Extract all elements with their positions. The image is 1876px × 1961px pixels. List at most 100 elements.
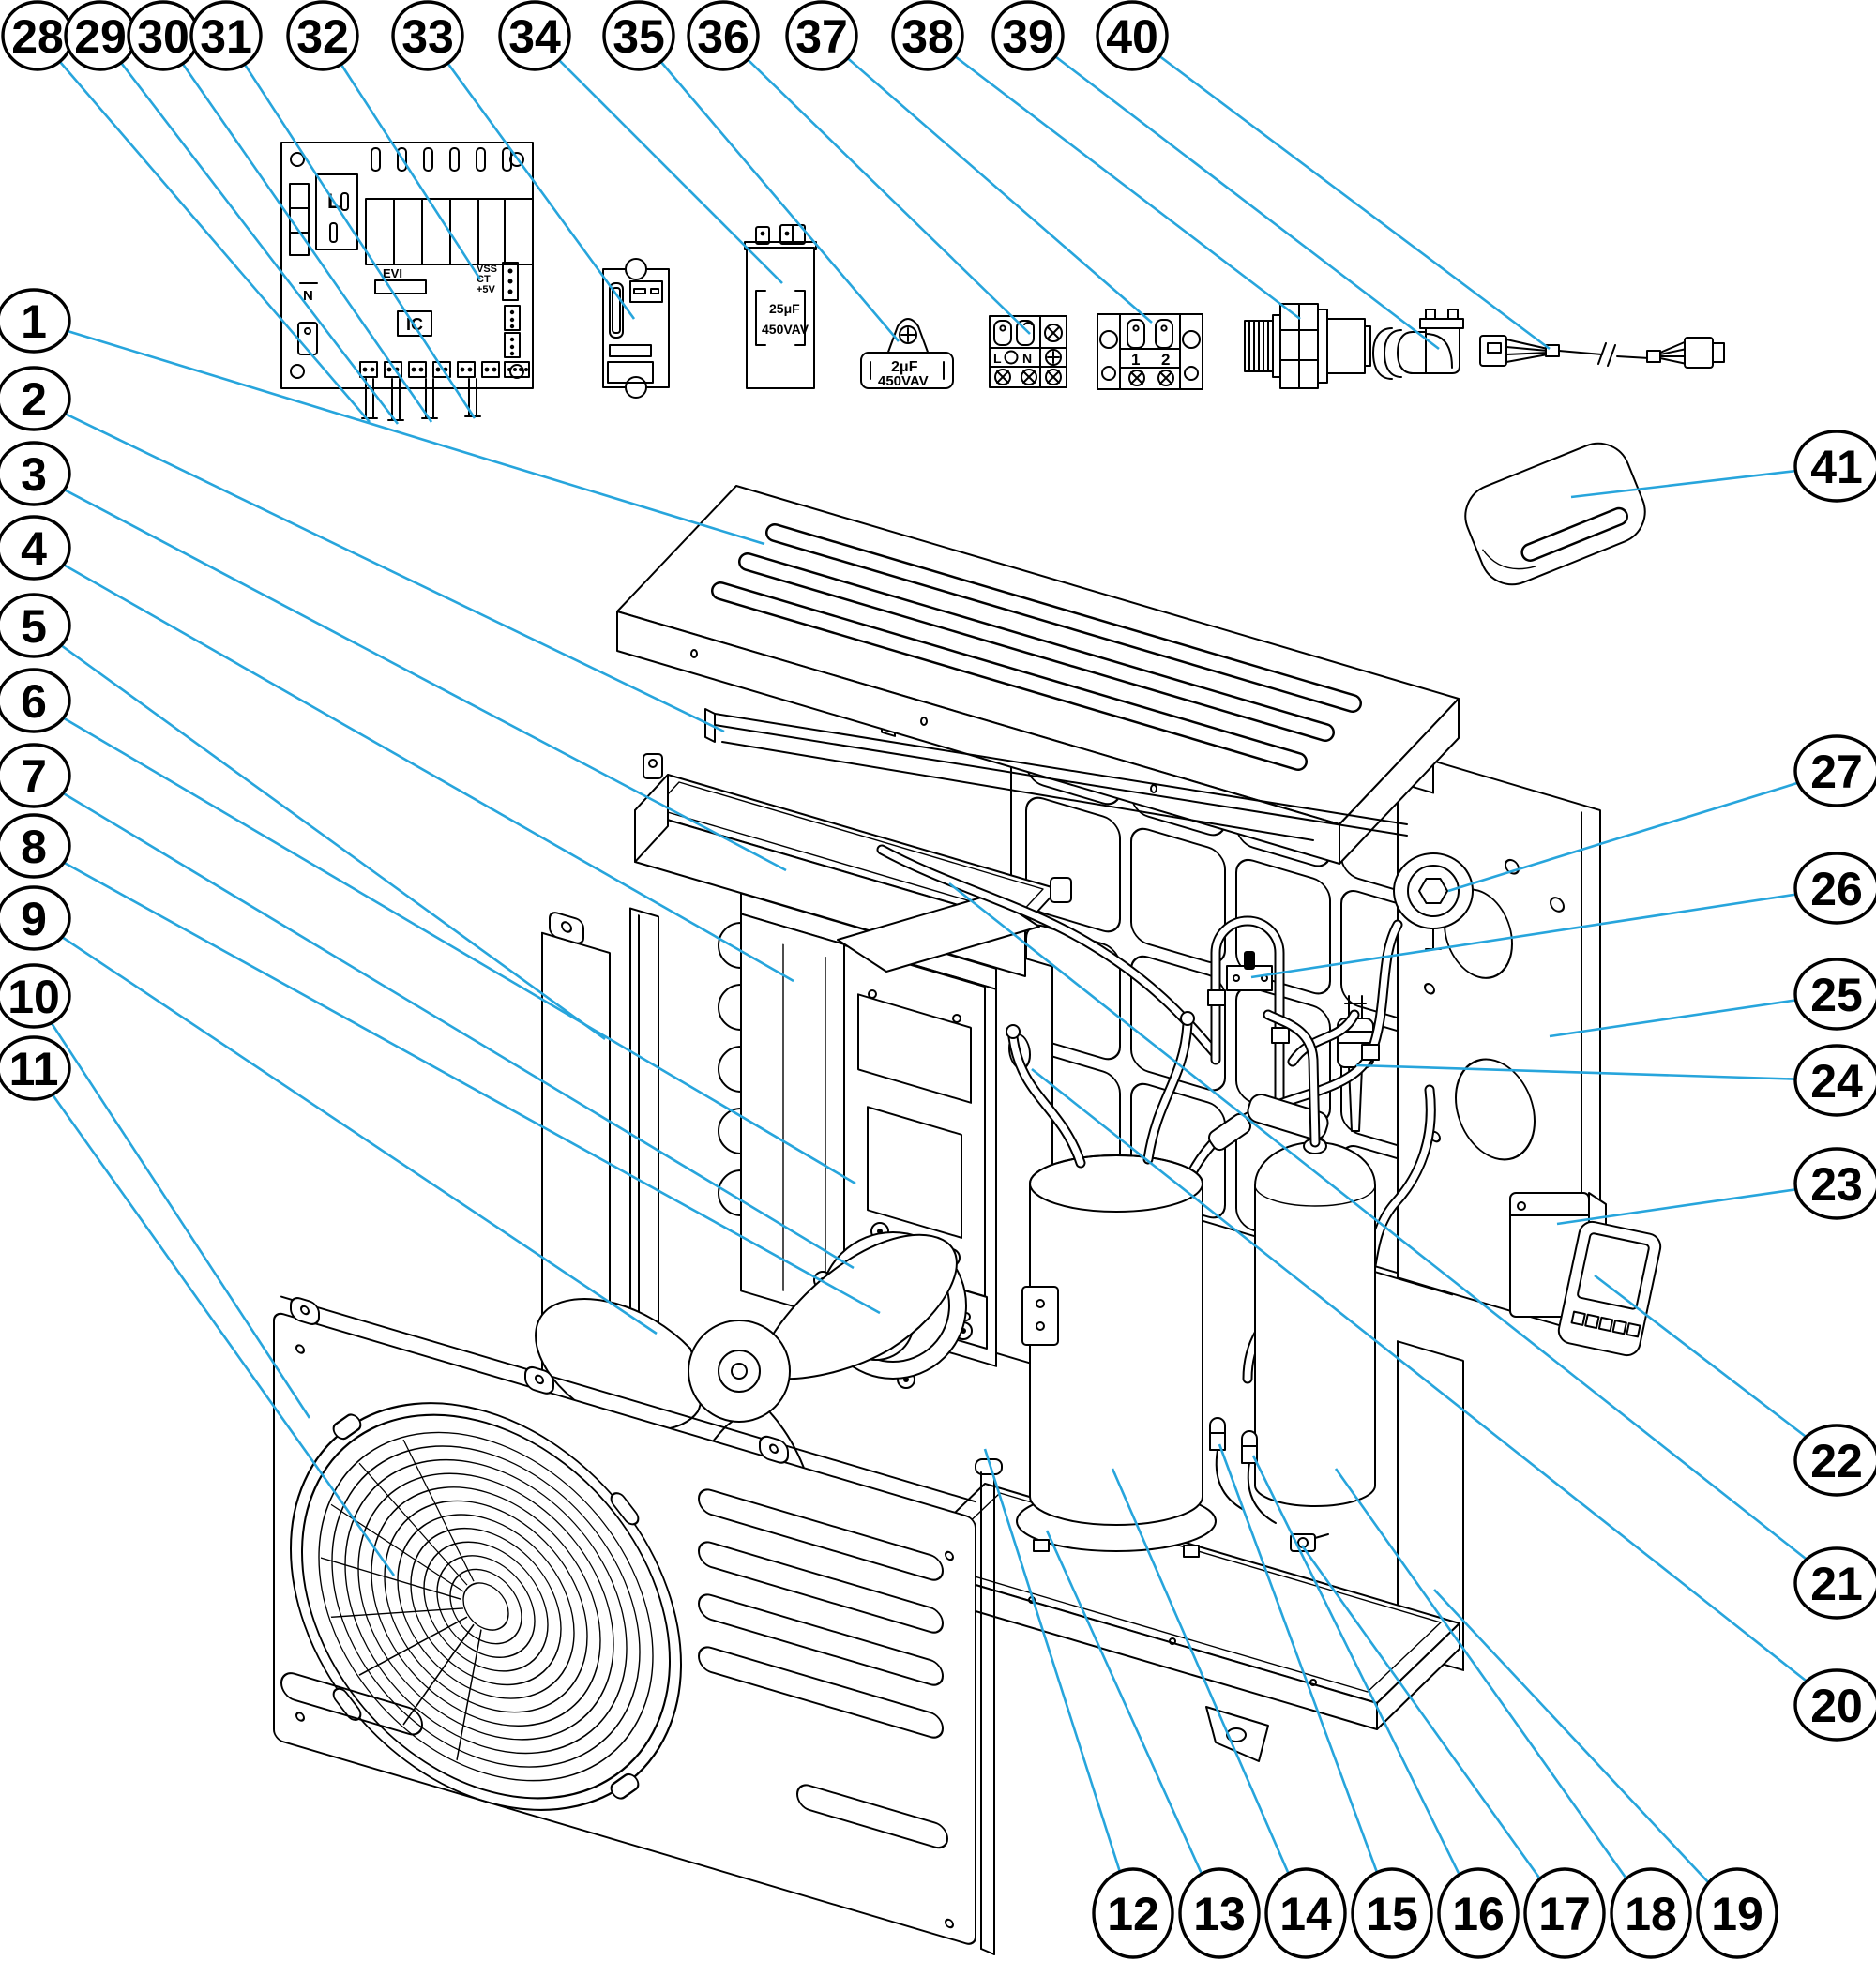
- callout-number-5: 5: [21, 600, 47, 653]
- pcb-ct-label: CT: [477, 274, 491, 285]
- callout-25: [1793, 958, 1876, 1031]
- callout-number-19: 19: [1711, 1888, 1763, 1940]
- leader-line-40: [1131, 34, 1551, 351]
- pcb-n-label: N: [303, 288, 313, 304]
- callout-1: [0, 288, 71, 354]
- callout-5: [0, 593, 71, 658]
- pcb-vss-label: VSS: [477, 264, 497, 275]
- callout-number-23: 23: [1810, 1158, 1863, 1211]
- pipe-clamp: [1290, 1533, 1329, 1552]
- callout-14: [1264, 1867, 1347, 1959]
- leader-line-27: [1447, 769, 1838, 893]
- leader-line-11: [32, 1067, 396, 1576]
- callout-7: [0, 743, 71, 808]
- callout-number-20: 20: [1810, 1680, 1863, 1732]
- leader-line-36: [722, 35, 1031, 335]
- callout-8: [0, 813, 71, 879]
- callout-31: [189, 0, 263, 71]
- callout-number-21: 21: [1810, 1558, 1863, 1610]
- callout-number-11: 11: [9, 1043, 59, 1095]
- leader-line-28: [37, 35, 371, 423]
- callout-37: [785, 0, 858, 71]
- leader-line-21: [948, 882, 1838, 1585]
- terminal-2-label: 2: [1161, 351, 1170, 369]
- pcb-evi-label: EVI: [383, 266, 402, 280]
- water-union-fitting: [1244, 303, 1371, 389]
- leader-line-15: [1218, 1443, 1394, 1914]
- leader-line-1: [33, 319, 765, 546]
- callout-15: [1351, 1867, 1433, 1959]
- leader-line-3: [33, 472, 787, 872]
- display-button: [1611, 1320, 1627, 1335]
- callout-3: [0, 441, 71, 506]
- leader-line-30: [161, 35, 433, 423]
- display-controller: [1557, 1220, 1662, 1357]
- callout-number-27: 27: [1810, 746, 1863, 798]
- defrost-sensor: [1226, 951, 1273, 991]
- callout-number-28: 28: [11, 10, 64, 63]
- callout-13: [1178, 1867, 1261, 1959]
- run-capacitor-large: 25μF 450VAV: [744, 224, 817, 389]
- capacitor2-voltage-label: 450VAV: [878, 373, 929, 389]
- terminal-block-ln: L N: [989, 315, 1067, 388]
- callout-number-41: 41: [1810, 441, 1863, 493]
- leader-line-23: [1556, 1182, 1838, 1226]
- callout-32: [286, 0, 359, 71]
- callout-number-9: 9: [21, 893, 47, 945]
- callout-36: [687, 0, 760, 71]
- callout-number-29: 29: [74, 10, 127, 63]
- callout-2: [0, 366, 71, 431]
- callout-number-37: 37: [795, 10, 848, 63]
- callout-4: [0, 515, 71, 581]
- callout-number-12: 12: [1107, 1888, 1159, 1940]
- callout-number-15: 15: [1366, 1888, 1418, 1940]
- callout-number-31: 31: [200, 10, 252, 63]
- callout-number-39: 39: [1002, 10, 1054, 63]
- vibration-mount: [1393, 852, 1474, 950]
- leader-line-7: [33, 774, 855, 1270]
- leader-line-6: [33, 699, 856, 1185]
- leader-line-33: [426, 35, 636, 320]
- callout-number-40: 40: [1106, 10, 1158, 63]
- callout-41: [1793, 430, 1876, 503]
- compressor: [1006, 1011, 1217, 1558]
- leader-line-24: [1355, 1063, 1838, 1082]
- callout-number-8: 8: [21, 821, 47, 873]
- callout-number-30: 30: [137, 10, 189, 63]
- callout-number-34: 34: [508, 10, 561, 63]
- leader-line-35: [638, 35, 900, 342]
- leader-line-31: [224, 35, 477, 419]
- callout-number-14: 14: [1279, 1888, 1332, 1940]
- leader-line-34: [534, 35, 783, 284]
- leader-line-32: [321, 35, 482, 280]
- pressure-switch-2: [1241, 1430, 1277, 1524]
- drain-elbow: [1372, 309, 1464, 380]
- callout-35: [602, 0, 675, 71]
- callout-22: [1793, 1424, 1876, 1497]
- callout-number-6: 6: [21, 675, 47, 728]
- callout-number-22: 22: [1810, 1435, 1863, 1487]
- leader-line-5: [33, 624, 606, 1041]
- pcb-5v-label: +5V: [477, 284, 496, 295]
- callout-40: [1096, 0, 1169, 71]
- leader-line-26: [1250, 886, 1838, 979]
- callout-number-35: 35: [613, 10, 665, 63]
- callout-number-13: 13: [1193, 1888, 1246, 1940]
- solid-state-relay: [602, 258, 670, 399]
- leader-line-14: [1111, 1468, 1308, 1914]
- leader-line-16: [1251, 1455, 1480, 1914]
- top-cover: [616, 485, 1460, 865]
- callout-38: [891, 0, 964, 71]
- capacitor2-value-label: 2μF: [891, 359, 918, 375]
- callout-16: [1437, 1867, 1520, 1959]
- leader-line-22: [1594, 1274, 1838, 1462]
- terminal-1-label: 1: [1131, 351, 1140, 369]
- callout-number-26: 26: [1810, 863, 1863, 915]
- run-capacitor-small: 2μF 450VAV: [860, 318, 954, 389]
- wiring-harness: [1479, 335, 1725, 369]
- leader-line-18: [1334, 1468, 1653, 1914]
- callout-17: [1523, 1867, 1606, 1959]
- terminal-block-12: 1 2: [1097, 313, 1203, 390]
